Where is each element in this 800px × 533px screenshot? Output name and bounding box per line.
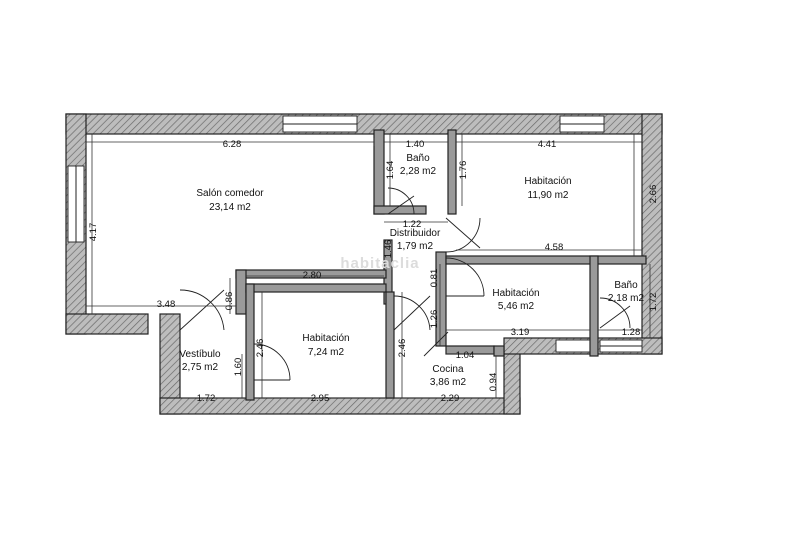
dim-hab2-top: 4.58 xyxy=(545,242,564,253)
room-name-cocina: Cocina xyxy=(432,364,464,375)
room-area-bano-2: 2,18 m2 xyxy=(608,293,645,304)
dim-dist-height: 1.46 xyxy=(383,240,394,259)
dim-vest-height: 1.60 xyxy=(233,358,244,377)
room-name-bano-1: Baño xyxy=(406,153,430,164)
interior-walls xyxy=(235,129,647,401)
dim-hall-width: 2.80 xyxy=(303,270,322,281)
dim-salon-height: 4.17 xyxy=(88,223,99,242)
room-name-salon: Salón comedor xyxy=(196,188,264,199)
dim-vest-width: 1.72 xyxy=(197,393,216,404)
dimension-lines xyxy=(85,134,651,399)
dim-salon-bottom: 3.48 xyxy=(157,299,176,310)
room-name-habitacion-3: Habitación xyxy=(302,333,349,344)
windows xyxy=(67,115,643,353)
room-name-vestibulo: Vestíbulo xyxy=(179,349,221,360)
dim-bano1-side: 1.76 xyxy=(458,161,469,180)
dim-dist-width: 1.22 xyxy=(403,219,422,230)
dim-hab2-side: 1.26 xyxy=(429,310,440,329)
dim-hab3-width: 2.95 xyxy=(311,393,330,404)
dim-bano2-width: 1.28 xyxy=(622,327,641,338)
dimension-labels: 6.28 4.17 1.40 1.64 1.76 4.41 2.66 1.22 … xyxy=(88,139,659,404)
watermark: habitaclia xyxy=(340,255,419,272)
room-name-habitacion-1: Habitación xyxy=(524,176,571,187)
room-name-bano-2: Baño xyxy=(614,280,638,291)
dim-cocina-top: 1.04 xyxy=(456,350,475,361)
dim-bano1-width: 1.40 xyxy=(406,139,425,150)
room-area-cocina: 3,86 m2 xyxy=(430,377,467,388)
dim-hab1-height: 2.66 xyxy=(648,185,659,204)
dim-hab1-width: 4.41 xyxy=(538,139,557,150)
room-area-distribuidor: 1,79 m2 xyxy=(397,241,434,252)
room-name-habitacion-2: Habitación xyxy=(492,288,539,299)
dim-bano1-height: 1.64 xyxy=(385,161,396,180)
dim-cocina-width: 2.29 xyxy=(441,393,460,404)
doors xyxy=(179,187,631,381)
dim-hab3-side-right: 2.46 xyxy=(397,339,408,358)
room-name-distribuidor: Distribuidor xyxy=(390,228,441,239)
room-area-bano-1: 2,28 m2 xyxy=(400,166,437,177)
room-area-habitacion-2: 5,46 m2 xyxy=(498,301,535,312)
room-area-habitacion-1: 11,90 m2 xyxy=(528,190,569,201)
dim-bano2-height: 1.72 xyxy=(648,293,659,312)
dim-salon-width: 6.28 xyxy=(223,139,242,150)
dim-hab2-width: 3.19 xyxy=(511,327,530,338)
dim-hab3-side-left: 2.46 xyxy=(255,339,266,358)
dim-dist-small: 0.81 xyxy=(429,269,440,288)
room-area-habitacion-3: 7,24 m2 xyxy=(308,347,345,358)
room-area-vestibulo: 2,75 m2 xyxy=(182,362,219,373)
dim-vest-door: 0.86 xyxy=(224,292,235,311)
dim-cocina-side: 0.94 xyxy=(488,373,499,392)
room-labels: Salón comedor 23,14 m2 Baño 2,28 m2 Habi… xyxy=(179,153,644,388)
room-area-salon: 23,14 m2 xyxy=(209,202,251,213)
